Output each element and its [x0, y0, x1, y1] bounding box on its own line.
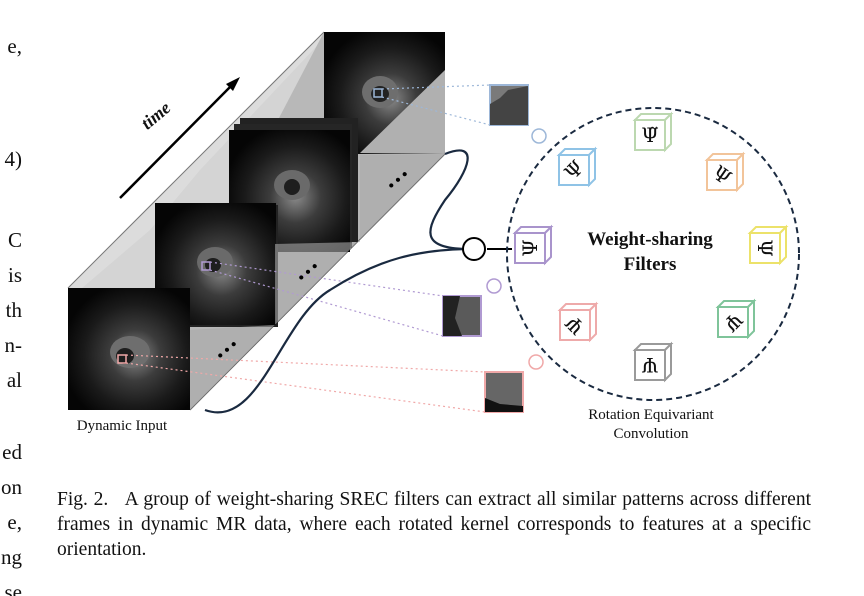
patch-blue	[489, 84, 529, 126]
filter-glyph: Ψ	[641, 353, 659, 377]
left-column-fragment: se	[4, 580, 23, 596]
weight-sharing-title-line1: Weight-sharing	[587, 229, 713, 250]
figure-caption: Fig. 2. A group of weight-sharing SREC f…	[57, 487, 811, 562]
stack-edge	[67, 31, 325, 289]
left-column-fragment: ed	[2, 440, 22, 464]
rotation-label-line2: Convolution	[613, 426, 689, 442]
filter-glyph: Ψ	[518, 239, 542, 257]
left-column-fragment: th	[5, 298, 22, 322]
filter-cube: Ψ	[747, 224, 789, 266]
patch-purple	[442, 295, 482, 337]
rotation-label: Rotation Equivariant Convolution	[556, 406, 746, 444]
filter-cube: Ψ	[556, 146, 598, 188]
filter-cube: Ψ	[632, 341, 674, 383]
filter-cube: Ψ	[715, 298, 757, 340]
dynamic-input-label: Dynamic Input	[76, 418, 168, 434]
weight-sharing-title: Weight-sharing Filters	[570, 227, 730, 277]
left-column-fragment: C	[7, 228, 22, 252]
filter-cube: Ψ	[704, 151, 746, 193]
time-arrow-head	[226, 77, 240, 91]
filter-cubes: Ψ̃ Ψ Ψ Ψ Ψ Ψ Ψ Ψ	[512, 111, 789, 383]
time-arrow	[119, 83, 234, 199]
left-column-fragment: on	[1, 475, 22, 499]
rotation-label-line1: Rotation Equivariant	[588, 407, 714, 423]
stack-top-face-light	[68, 32, 330, 300]
left-column-fragment: ng	[1, 545, 22, 569]
figure-diagram: Ψ̃ Ψ Ψ Ψ Ψ Ψ Ψ Ψ	[67, 31, 800, 414]
left-column-fragment: 4)	[4, 147, 23, 171]
filter-glyph: Ψ	[753, 239, 777, 257]
convolution-operator	[462, 237, 486, 261]
patch-connectors	[125, 84, 491, 413]
left-column-fragment: n-	[4, 333, 23, 357]
filter-cube: Ψ	[557, 301, 599, 343]
filter-cube: Ψ̃	[632, 111, 674, 153]
conv-markers	[486, 128, 547, 370]
mri-frame-front	[68, 288, 190, 410]
filter-glyph: Ψ̃	[641, 123, 659, 147]
left-column-fragment: e,	[7, 510, 22, 534]
left-column-fragment: is	[7, 263, 22, 287]
left-column-fragment: e,	[7, 34, 22, 58]
curve-bottom	[204, 247, 467, 414]
patch-pink	[484, 371, 524, 413]
filter-circle	[506, 107, 800, 401]
left-column-fragment: al	[6, 368, 22, 392]
mri-frame-middle	[229, 118, 358, 252]
filter-cube: Ψ	[512, 224, 554, 266]
caption-text: A group of weight-sharing SREC filters c…	[57, 489, 811, 560]
caption-label: Fig. 2.	[57, 489, 109, 510]
weight-sharing-title-line2: Filters	[623, 254, 677, 275]
curve-top	[429, 149, 469, 251]
